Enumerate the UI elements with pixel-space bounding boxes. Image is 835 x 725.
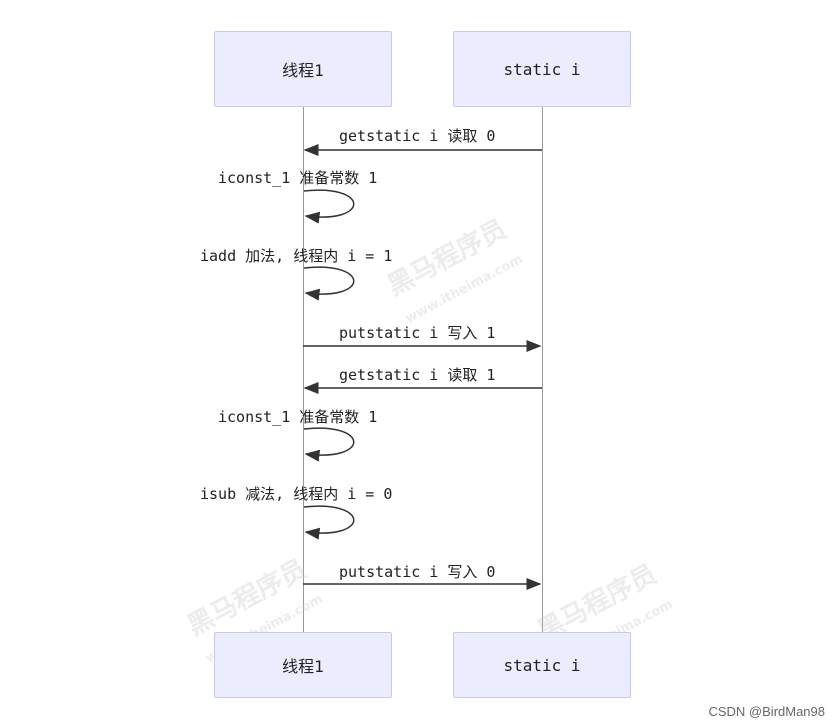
lifeline-static-i (542, 107, 543, 633)
credit-text: CSDN @BirdMan98 (708, 704, 825, 719)
self-loop-7 (303, 505, 355, 540)
self-loop-2 (303, 189, 355, 224)
participant-label: static i (503, 655, 581, 675)
participant-static-i-bottom: static i (453, 632, 631, 698)
participant-thread1-bottom: 线程1 (214, 632, 392, 698)
message-label-6: iconst_1 准备常数 1 (218, 408, 378, 426)
participant-label: static i (503, 59, 581, 79)
message-label-8: putstatic i 写入 0 (339, 563, 496, 581)
participant-label: 线程1 (282, 61, 324, 80)
self-loop-6 (303, 427, 355, 462)
participant-thread1-top: 线程1 (214, 31, 392, 107)
participant-label: 线程1 (282, 657, 324, 676)
message-label-1: getstatic i 读取 0 (339, 127, 496, 145)
participant-static-i-top: static i (453, 31, 631, 107)
message-label-5: getstatic i 读取 1 (339, 366, 496, 384)
lifeline-thread1 (303, 107, 304, 633)
message-label-7: isub 减法, 线程内 i = 0 (200, 485, 393, 503)
message-label-2: iconst_1 准备常数 1 (218, 169, 378, 187)
message-label-3: iadd 加法, 线程内 i = 1 (200, 247, 393, 265)
message-label-4: putstatic i 写入 1 (339, 324, 496, 342)
self-loop-3 (303, 266, 355, 301)
